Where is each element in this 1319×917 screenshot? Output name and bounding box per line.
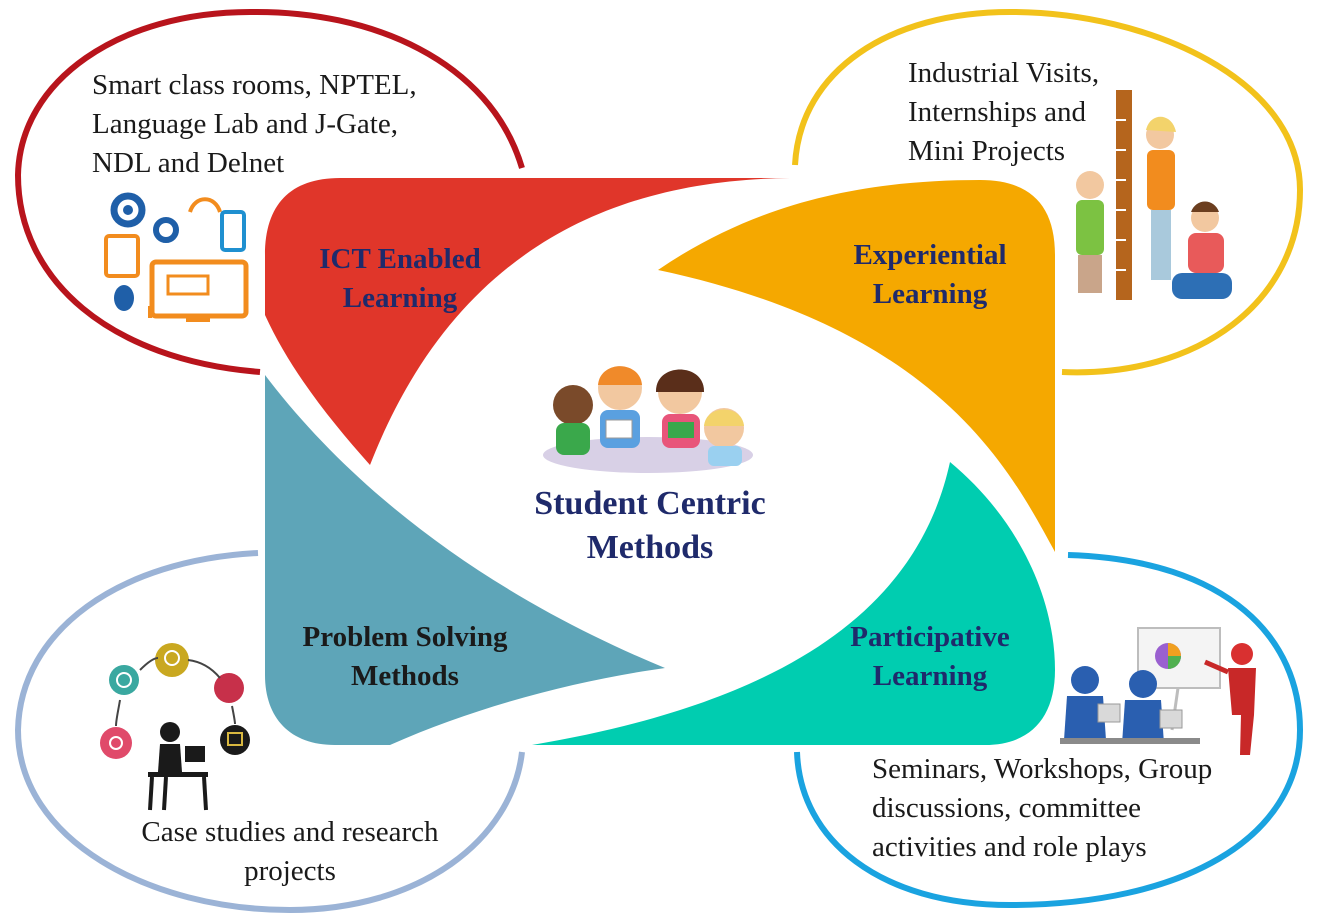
experiential-segment bbox=[658, 180, 1055, 552]
participative-bubble-line: discussions, committee bbox=[872, 792, 1142, 824]
problem-bubble-outline bbox=[14, 550, 525, 914]
participative-bubble-outline bbox=[794, 552, 1304, 909]
center-title-line: Student Centric bbox=[534, 485, 766, 522]
participative-segment bbox=[532, 462, 1055, 745]
problem-solving-cycle-icon bbox=[90, 628, 262, 836]
problem-segment-line: Methods bbox=[351, 660, 459, 692]
experiential-segment-line: Experiential bbox=[853, 239, 1007, 271]
ict-segment-label: ICT Enabled Learning bbox=[280, 240, 520, 318]
problem-bubble-text: Case studies and research projects bbox=[100, 813, 480, 891]
children-measuring-icon bbox=[1076, 90, 1232, 300]
experiential-bubble-line: Industrial Visits, bbox=[908, 57, 1100, 89]
devices-and-gears-icon bbox=[104, 192, 249, 322]
participative-segment-label: Participative Learning bbox=[810, 618, 1050, 696]
experiential-bubble-text: Industrial Visits, Internships and Mini … bbox=[908, 54, 1099, 171]
experiential-bubble-outline bbox=[792, 8, 1304, 376]
ict-segment-line: Learning bbox=[342, 282, 458, 314]
ict-bubble-line: Language Lab and J-Gate, bbox=[92, 108, 398, 140]
children-reading-icon bbox=[543, 366, 753, 473]
ict-bubble-text: Smart class rooms, NPTEL, Language Lab a… bbox=[92, 66, 417, 183]
participative-bubble-line: Seminars, Workshops, Group bbox=[872, 753, 1213, 785]
ict-segment-line: ICT Enabled bbox=[319, 243, 481, 275]
problem-segment-line: Problem Solving bbox=[302, 621, 508, 653]
participative-segment-line: Learning bbox=[872, 660, 988, 692]
problem-segment-label: Problem Solving Methods bbox=[275, 618, 535, 696]
experiential-segment-label: Experiential Learning bbox=[810, 236, 1050, 314]
participative-bubble-text: Seminars, Workshops, Group discussions, … bbox=[872, 750, 1212, 867]
center-title: Student Centric Methods bbox=[470, 482, 830, 570]
experiential-bubble-line: Mini Projects bbox=[908, 135, 1066, 167]
participative-segment-line: Participative bbox=[850, 621, 1010, 653]
experiential-segment-line: Learning bbox=[872, 278, 988, 310]
ict-segment bbox=[265, 178, 790, 465]
center-title-line: Methods bbox=[586, 529, 714, 566]
presentation-meeting-icon bbox=[1060, 627, 1256, 755]
ict-bubble-outline bbox=[14, 8, 525, 375]
problem-segment bbox=[265, 375, 665, 745]
problem-bubble-line: projects bbox=[244, 855, 336, 887]
participative-bubble-line: activities and role plays bbox=[872, 831, 1147, 863]
ict-bubble-line: Smart class rooms, NPTEL, bbox=[92, 69, 417, 101]
experiential-bubble-line: Internships and bbox=[908, 96, 1086, 128]
ict-bubble-line: NDL and Delnet bbox=[92, 147, 285, 179]
problem-bubble-line: Case studies and research bbox=[141, 816, 439, 848]
